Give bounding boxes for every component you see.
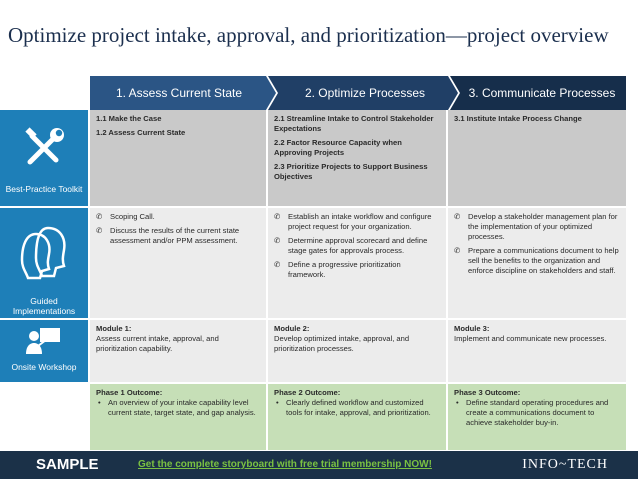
outcome-title: Phase 2 Outcome:: [274, 388, 341, 397]
guided-col3: ✆ Develop a stakeholder management plan f…: [448, 208, 626, 318]
guided-col1: ✆ Scoping Call. ✆ Discuss the results of t…: [90, 208, 266, 318]
module-title: Module 3:: [454, 324, 490, 333]
phase-1-chevron: 1. Assess Current State: [90, 76, 276, 110]
phone-icon: ✆: [96, 226, 103, 235]
toolkit-col3: 3.1 Institute Intake Process Change: [448, 110, 626, 206]
toolkit-step: 3.1 Institute Intake Process Change: [454, 114, 582, 123]
call-item: Determine approval scorecard and define …: [288, 236, 428, 255]
side-toolkit-label: Best-Practice Toolkit: [5, 184, 83, 194]
outcome-text: An overview of your intake capability le…: [108, 398, 256, 417]
call-item: Scoping Call.: [110, 212, 155, 221]
toolkit-step: 2.3 Prioritize Projects to Support Busin…: [274, 162, 428, 181]
module-text: Assess current intake, approval, and pri…: [96, 334, 219, 353]
outcome-text: Clearly defined workflow and customized …: [286, 398, 431, 417]
toolkit-col1: 1.1 Make the Case 1.2 Assess Current Sta…: [90, 110, 266, 206]
phone-icon: ✆: [274, 236, 281, 245]
toolkit-row: 1.1 Make the Case 1.2 Assess Current Sta…: [90, 110, 626, 206]
bullet-dot: •: [456, 398, 459, 407]
bullet-dot: •: [276, 398, 279, 407]
side-workshop-label: Onsite Workshop: [11, 362, 77, 372]
page-title: Optimize project intake, approval, and p…: [8, 23, 609, 47]
toolkit-step: 2.1 Streamline Intake to Control Stakeho…: [274, 114, 434, 133]
workshop-col1: Module 1: Assess current intake, approva…: [90, 320, 266, 382]
phase-2-chevron: 2. Optimize Processes: [268, 76, 458, 110]
phone-icon: ✆: [454, 246, 461, 255]
presenter-icon: [26, 328, 60, 354]
brand-logo: INFO~TECH: [522, 457, 608, 472]
phase-3-chevron: 3. Communicate Processes: [450, 76, 626, 110]
workshop-col3: Module 3: Implement and communicate new …: [448, 320, 626, 382]
toolkit-step: 1.1 Make the Case: [96, 114, 162, 123]
side-guided: Guided Implementations: [0, 208, 88, 318]
bullet-dot: •: [98, 398, 101, 407]
module-title: Module 2:: [274, 324, 310, 333]
side-workshop: Onsite Workshop: [0, 320, 88, 382]
toolkit-step: 2.2 Factor Resource Capacity when Approv…: [274, 138, 402, 157]
outcome-row: Phase 1 Outcome: • An overview of your in…: [90, 384, 626, 450]
phase-header: 1. Assess Current State 2. Optimize Proc…: [90, 76, 626, 110]
people-icon: [20, 226, 66, 280]
footer-bar: SAMPLE Get the complete storyboard with …: [0, 451, 638, 479]
call-item: Develop a stakeholder management plan fo…: [468, 212, 618, 241]
phone-icon: ✆: [274, 212, 281, 221]
sample-label: SAMPLE: [36, 456, 99, 473]
phone-icon: ✆: [454, 212, 461, 221]
workshop-col2: Module 2: Develop optimized intake, appr…: [268, 320, 446, 382]
call-item: Establish an intake workflow and configu…: [288, 212, 432, 231]
trial-link[interactable]: Get the complete storyboard with free tr…: [138, 459, 432, 470]
module-text: Implement and communicate new processes.: [454, 334, 607, 343]
phone-icon: ✆: [274, 260, 281, 269]
phone-icon: ✆: [96, 212, 103, 221]
module-title: Module 1:: [96, 324, 132, 333]
call-item: Prepare a communications document to hel…: [468, 246, 619, 275]
side-toolkit: Best-Practice Toolkit: [0, 110, 88, 206]
outcome-col2: Phase 2 Outcome: • Clearly defined workfl…: [268, 384, 446, 450]
toolkit-step: 1.2 Assess Current State: [96, 128, 186, 137]
call-item: Discuss the results of the current state…: [110, 226, 240, 245]
outcome-title: Phase 3 Outcome:: [454, 388, 521, 397]
outcome-col1: Phase 1 Outcome: • An overview of your in…: [90, 384, 266, 450]
module-text: Develop optimized intake, approval, and …: [274, 334, 410, 353]
call-item: Define a progressive prioritization fram…: [288, 260, 401, 279]
guided-col2: ✆ Establish an intake workflow and config…: [268, 208, 446, 318]
outcome-col3: Phase 3 Outcome: • Define standard operat…: [448, 384, 626, 450]
guided-row: ✆ Scoping Call. ✆ Discuss the results of t…: [90, 208, 626, 318]
toolkit-col2: 2.1 Streamline Intake to Control Stakeho…: [268, 110, 446, 206]
tools-icon: [25, 127, 64, 165]
workshop-row: Module 1: Assess current intake, approva…: [90, 320, 626, 382]
outcome-title: Phase 1 Outcome:: [96, 388, 163, 397]
side-guided-label: Guided Implementations: [12, 296, 76, 316]
outcome-text: Define standard operating procedures and…: [466, 398, 609, 427]
